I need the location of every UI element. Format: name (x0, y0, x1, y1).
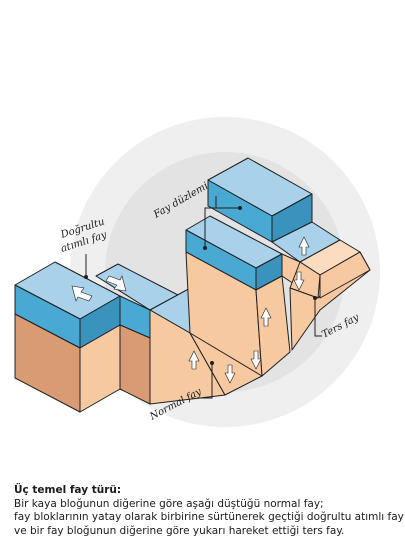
reverse-fault-right-rock (319, 251, 371, 299)
strike-slip-arrow-left-icon (71, 285, 93, 302)
normal-leader-dot (210, 361, 214, 365)
fault-types-diagram: Doğrultu atımlı fay Fay düzlemi Ters fay… (14, 117, 380, 427)
caption-line-2: fay bloklarının yatay olarak birbirine s… (14, 511, 404, 523)
caption-line-1: Bir kaya bloğunun diğerine göre aşağı dü… (14, 497, 324, 510)
middle-arrow-up-icon (260, 307, 272, 327)
fault-plane-leader-dot-1 (238, 206, 242, 210)
normal-arrow-up-icon (188, 350, 200, 370)
reverse-leader (314, 298, 322, 337)
caption-line-3: ve bir fay bloğunun diğerine göre yukarı… (14, 524, 345, 537)
caption-title: Üç temel fay türü: (14, 484, 122, 496)
strike-slip-leader-dot (84, 275, 88, 279)
reverse-arrow-up-icon (298, 236, 310, 256)
normal-arrow-down-icon (224, 364, 236, 384)
normal-leader (200, 363, 213, 399)
caption: Üç temel fay türü: Bir kaya bloğunun diğ… (14, 484, 404, 538)
fault-plane-leader-2 (204, 207, 216, 248)
fault-plane-leader-dot-2 (203, 246, 207, 250)
reverse-arrow-down-icon (293, 271, 305, 291)
reverse-leader-dot (313, 296, 317, 300)
strike-slip-arrow-right-icon (105, 275, 127, 292)
middle-block-side-rock (255, 275, 291, 377)
strike-slip-right-block-front-rock (119, 324, 151, 405)
normal-arrow-down-2-icon (250, 350, 262, 370)
